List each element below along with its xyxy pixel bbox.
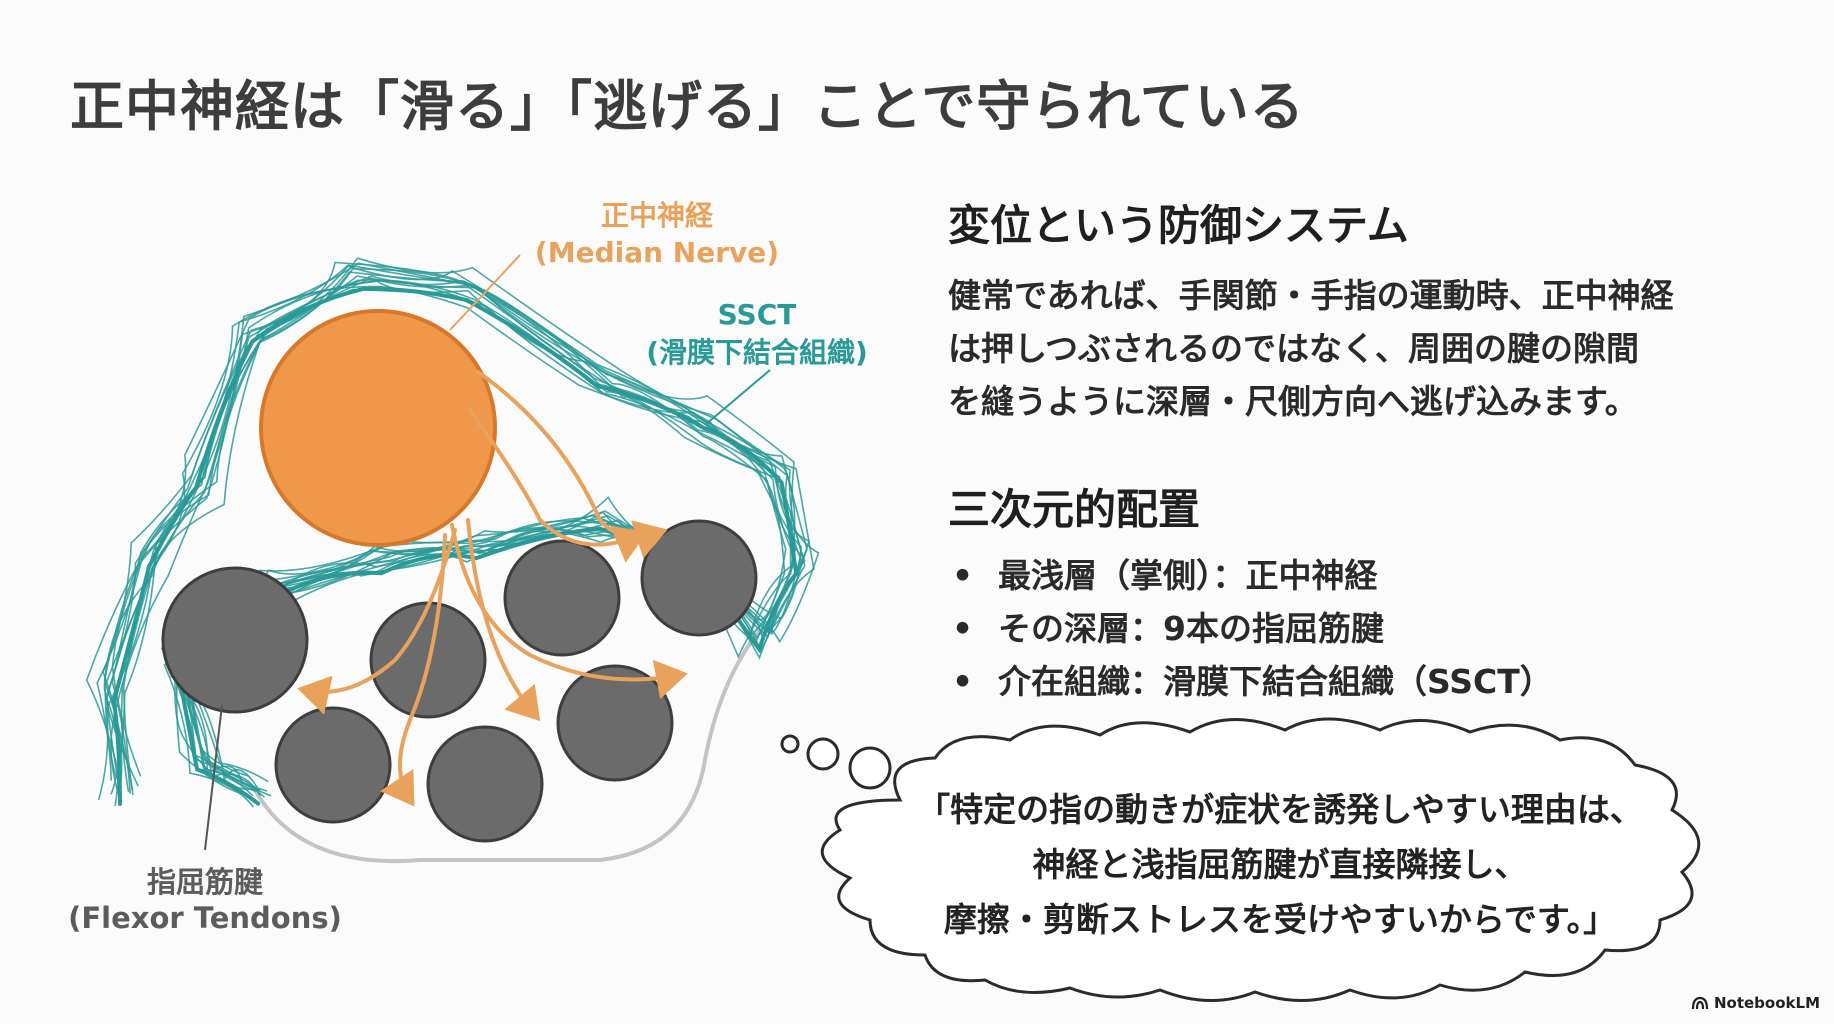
thought-dot-large <box>848 746 892 790</box>
section-heading: 変位という防御システム <box>948 201 1409 250</box>
list-item: • 介在組織：滑膜下結合組織（SSCT） <box>948 655 1778 708</box>
section-body: 健常であれば、手関節・手指の運動時、正中神経 は押しつぶされるのではなく、周囲の… <box>948 269 1778 428</box>
section-heading: 三次元的配置 <box>948 485 1201 534</box>
flexor-tendons <box>161 519 758 843</box>
ssct-fiber <box>104 262 808 778</box>
tendon-circle <box>640 519 758 637</box>
brand-watermark: NotebookLM <box>1691 994 1820 1012</box>
median-nerve-circle <box>259 309 497 547</box>
notebooklm-logo-icon <box>1691 996 1709 1010</box>
tendon-label-jp: 指屈筋腱 <box>147 865 263 899</box>
ssct-label-line2: (滑膜下結合組織) <box>646 336 868 369</box>
tendon-circle <box>161 566 309 714</box>
thought-bubble-text: 「特定の指の動きが症状を誘発しやすい理由は、 神経と浅指屈筋腱が直接隣接し、 摩… <box>880 782 1680 947</box>
arrow <box>466 518 541 722</box>
bullet-dot: • <box>952 556 974 595</box>
displacement-arrows <box>297 370 688 807</box>
ssct-fiber <box>111 275 797 798</box>
thought-cloud <box>820 717 1701 1002</box>
tendon-label-en: (Flexor Tendons) <box>68 901 342 935</box>
list-item: • 最浅層（掌側）：正中神経 <box>948 549 1778 602</box>
ssct-fiber <box>106 279 806 797</box>
section-displacement: 変位という防御システム 健常であれば、手関節・手指の運動時、正中神経 は押しつぶ… <box>948 192 1778 428</box>
list-item-text: その深層：9本の指屈筋腱 <box>998 609 1384 648</box>
list-item-text: 最浅層（掌側）：正中神経 <box>998 556 1378 595</box>
nerve-label-en: (Median Nerve) <box>535 236 779 269</box>
ssct-fiber <box>110 279 815 796</box>
body-line: 健常であれば、手関節・手指の運動時、正中神経 <box>948 276 1674 315</box>
body-line: を縫うように深層・尺側方向へ逃げ込みます。 <box>948 382 1638 421</box>
thought-line: 摩擦・剪断ストレスを受けやすいからです。」 <box>943 900 1617 939</box>
ssct-fiber <box>85 261 802 785</box>
bullet-list: • 最浅層（掌側）：正中神経 • その深層：9本の指屈筋腱 • 介在組織：滑膜下結合組… <box>948 549 1778 708</box>
thought-bubble <box>780 717 1701 1002</box>
thought-line: 「特定の指の動きが症状を誘発しやすい理由は、 <box>917 790 1643 829</box>
bullet-dot: • <box>952 662 974 701</box>
list-item: • その深層：9本の指屈筋腱 <box>948 602 1778 655</box>
thought-line: 神経と浅指屈筋腱が直接隣接し、 <box>1032 845 1528 884</box>
ssct-mesh <box>85 257 820 808</box>
tunnel-boundary-line <box>253 628 762 864</box>
ssct-fiber <box>111 257 810 783</box>
tendon-circle <box>503 539 621 657</box>
bullet-dot: • <box>952 609 974 648</box>
ssct-fiber <box>120 275 806 792</box>
body-line: は押しつぶされるのではなく、周囲の腱の隙間 <box>948 329 1640 368</box>
arrow <box>468 408 648 563</box>
section-3d-arrangement: 三次元的配置 • 最浅層（掌側）：正中神経 • その深層：9本の指屈筋腱 • 介在組織… <box>948 476 1778 708</box>
brand-label: NotebookLM <box>1713 994 1820 1012</box>
list-item-text: 介在組織：滑膜下結合組織（SSCT） <box>998 662 1553 701</box>
nerve-leader-line <box>449 254 521 331</box>
ssct-label-line1: SSCT <box>718 298 797 331</box>
arrow <box>380 533 447 807</box>
tendon-circle <box>426 725 544 843</box>
slide-title: 正中神経は「滑る」「逃げる」ことで守られている <box>70 75 1305 138</box>
ssct-leader-line <box>704 369 771 426</box>
ssct-fiber <box>103 268 820 792</box>
tendon-leader-line <box>204 704 223 851</box>
thought-dot-medium <box>806 737 840 771</box>
tendon-circle <box>274 706 392 824</box>
tendon-circle <box>556 664 674 782</box>
arrow <box>450 523 688 700</box>
nerve-label-jp: 正中神経 <box>601 199 714 232</box>
arrow <box>297 528 457 715</box>
thought-dot-small <box>780 734 800 754</box>
text-panel: 変位という防御システム 健常であれば、手関節・手指の運動時、正中神経 は押しつぶ… <box>948 192 1778 708</box>
